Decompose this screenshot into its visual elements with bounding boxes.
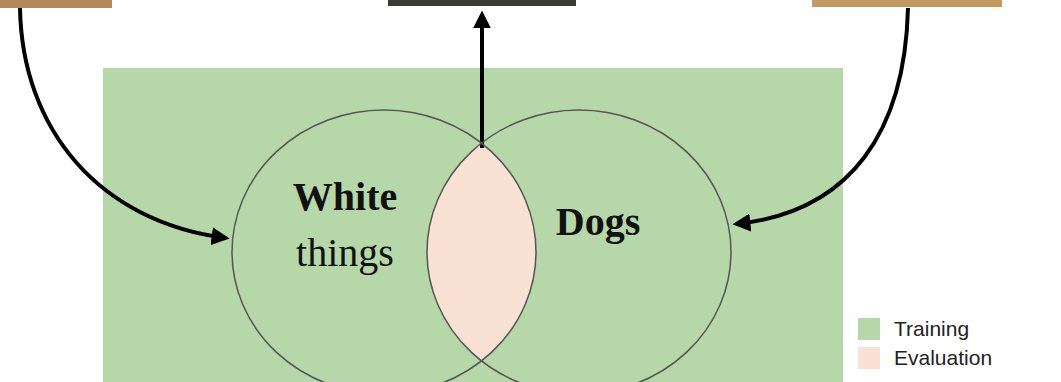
circle-outline bbox=[427, 110, 731, 382]
legend-entry: Evaluation bbox=[858, 346, 992, 370]
photo-crop bbox=[812, 0, 1002, 7]
circle-sublabel: things bbox=[296, 231, 394, 275]
circle-label: Dogs bbox=[556, 200, 640, 244]
evaluation-lens bbox=[427, 110, 731, 382]
legend-entry: Training bbox=[858, 317, 969, 341]
legend-text: Training bbox=[894, 317, 969, 341]
venn-circle: White things bbox=[232, 110, 536, 382]
legend-swatch bbox=[858, 318, 880, 340]
venn-circle: Dogs bbox=[427, 110, 731, 382]
legend-swatch bbox=[858, 347, 880, 369]
curved-arrow bbox=[736, 8, 908, 224]
legend-text: Evaluation bbox=[894, 346, 992, 370]
photo-crop bbox=[388, 0, 576, 6]
circle-label: White bbox=[293, 175, 397, 219]
curved-arrow bbox=[20, 8, 226, 238]
straight-arrow bbox=[480, 14, 484, 148]
photo-crop bbox=[0, 0, 112, 8]
